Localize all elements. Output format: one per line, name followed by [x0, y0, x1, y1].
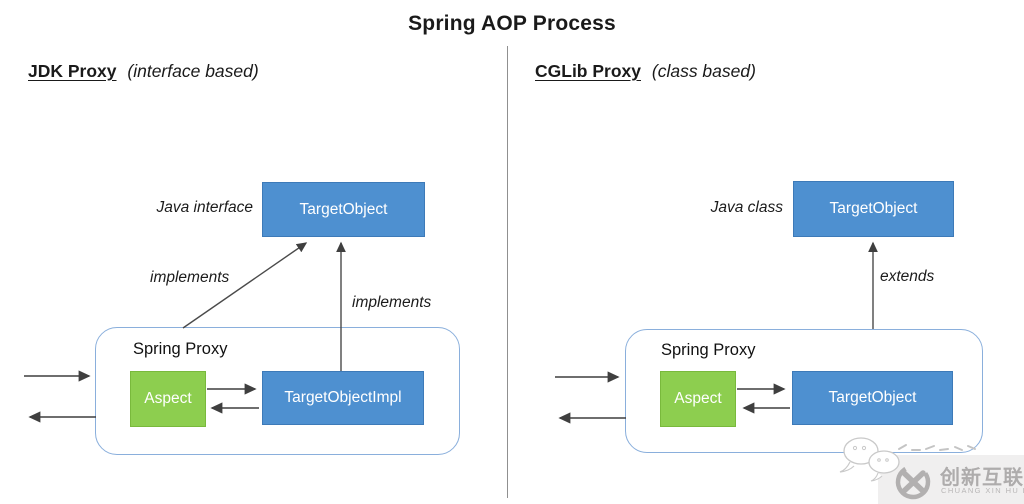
java-class-label: Java class: [710, 199, 783, 216]
left-targetobject-box: TargetObject: [262, 182, 425, 237]
watermark-brand-subtext: CHUANG XIN HU LIAN: [941, 486, 1024, 495]
jdk-proxy-heading: JDK Proxy (interface based): [28, 61, 259, 82]
cglib-proxy-heading: CGLib Proxy (class based): [535, 61, 756, 82]
watermark-brand-box: 创新互联 CHUANG XIN HU LIAN: [878, 455, 1024, 504]
cglib-proxy-heading-note: (class based): [651, 61, 756, 81]
center-divider-line: [507, 46, 508, 498]
left-aspect-box: Aspect: [130, 371, 206, 427]
right-aspect-box: Aspect: [660, 371, 736, 427]
right-spring-proxy-label: Spring Proxy: [661, 341, 756, 359]
jdk-proxy-heading-bold: JDK Proxy: [28, 61, 117, 81]
implements-label-left: implements: [150, 269, 230, 286]
implements-label-right: implements: [352, 294, 432, 311]
java-interface-label: Java interface: [156, 199, 254, 216]
watermark-logo-icon: [895, 464, 931, 500]
watermark-brand-text: 创新互联: [940, 467, 1024, 489]
jdk-proxy-heading-note: (interface based): [127, 61, 259, 81]
right-targetobject-inner-box: TargetObject: [792, 371, 953, 425]
page-title: Spring AOP Process: [408, 12, 616, 35]
left-spring-proxy-label: Spring Proxy: [133, 340, 228, 358]
cglib-proxy-heading-bold: CGLib Proxy: [535, 61, 641, 81]
left-targetobjectimpl-box: TargetObjectImpl: [262, 371, 424, 425]
extends-label: extends: [880, 268, 935, 285]
right-targetobject-top-box: TargetObject: [793, 181, 954, 237]
